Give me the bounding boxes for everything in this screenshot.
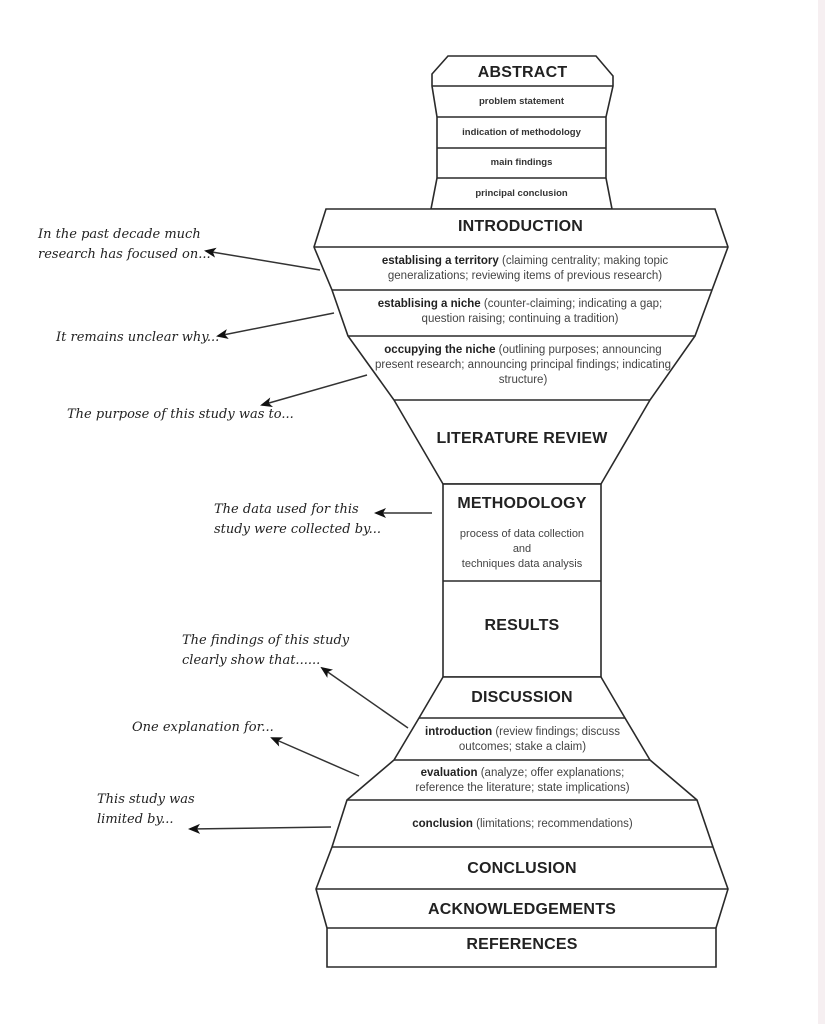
abstract-item: main findings — [490, 157, 553, 168]
discussion-move: introduction (review findings; discuss o… — [425, 725, 620, 755]
discussion-move: conclusion (limitations; recommendations… — [350, 817, 695, 832]
move-text: (claiming centrality; making topic gener… — [387, 255, 669, 282]
note-line: The data used for this — [214, 502, 359, 517]
acknowledgements-heading: ACKNOWLEDGEMENTS — [427, 901, 617, 918]
discussion-heading: DISCUSSION — [471, 689, 573, 706]
introduction-move: establising a niche (counter-claiming; i… — [365, 297, 675, 327]
note-line: In the past decade much — [38, 227, 201, 242]
introduction-move: establising a territory (claiming centra… — [355, 254, 695, 284]
annotation-note: One explanation for... — [132, 718, 274, 738]
move-title: occupying the niche — [384, 344, 496, 356]
annotation-note: The data used for this study were collec… — [214, 500, 381, 540]
abstract-heading: ABSTRACT — [477, 64, 568, 81]
abstract-item: problem statement — [479, 96, 564, 107]
move-title: evaluation — [420, 767, 478, 779]
methodology-line: process of data collection — [459, 528, 585, 540]
methodology-line: and — [512, 543, 532, 555]
introduction-move: occupying the niche (outlining purposes;… — [365, 343, 681, 388]
note-line: limited by... — [97, 812, 174, 827]
move-text: (outlining purposes; announcing present … — [375, 344, 671, 386]
abstract-item: principal conclusion — [475, 188, 568, 199]
methodology-line: techniques data analysis — [461, 558, 583, 570]
methodology-heading: METHODOLOGY — [457, 495, 587, 512]
discussion-shape — [315, 676, 729, 968]
references-heading: REFERENCES — [466, 936, 578, 953]
note-line: This study was — [97, 792, 195, 807]
annotation-note: The findings of this study clearly show … — [182, 631, 349, 671]
note-line: The purpose of this study was to... — [67, 407, 294, 422]
arrow-occupying — [260, 374, 368, 408]
note-line: It remains unclear why... — [56, 330, 220, 345]
move-text: (counter-claiming; indicating a gap; que… — [421, 298, 663, 325]
annotation-note: This study was limited by... — [97, 790, 195, 830]
conclusion-heading: CONCLUSION — [467, 860, 577, 877]
arrow-territory — [204, 247, 321, 271]
move-text: (analyze; offer explanations; reference … — [415, 767, 630, 794]
note-line: study were collected by... — [214, 522, 382, 537]
abstract-item: indication of methodology — [462, 127, 581, 138]
introduction-heading: INTRODUCTION — [457, 218, 584, 235]
note-line: One explanation for... — [132, 720, 274, 735]
arrow-conclusion — [188, 823, 332, 834]
annotation-note: It remains unclear why... — [56, 328, 219, 348]
annotation-note: The purpose of this study was to... — [67, 405, 294, 425]
page-edge-strip — [818, 0, 825, 1024]
arrow-discussion-intro — [320, 666, 409, 729]
move-text: (review findings; discuss outcomes; stak… — [458, 726, 620, 753]
note-line: The findings of this study — [182, 633, 350, 648]
note-line: research has focused on... — [38, 247, 211, 262]
literature-review-heading: LITERATURE REVIEW — [436, 430, 608, 447]
arrow-evaluation — [270, 737, 360, 777]
move-title: establising a territory — [381, 255, 499, 267]
move-title: introduction — [425, 726, 493, 738]
discussion-move: evaluation (analyze; offer explanations;… — [400, 766, 645, 796]
move-text: (limitations; recommendations) — [472, 818, 633, 830]
move-title: conclusion — [412, 818, 473, 830]
results-heading: RESULTS — [484, 617, 560, 634]
note-line: clearly show that...... — [182, 653, 321, 668]
move-title: establising a niche — [377, 298, 481, 310]
annotation-note: In the past decade much research has foc… — [38, 225, 211, 265]
methodology-description: process of data collection and technique… — [443, 527, 601, 572]
arrow-niche — [216, 312, 335, 339]
